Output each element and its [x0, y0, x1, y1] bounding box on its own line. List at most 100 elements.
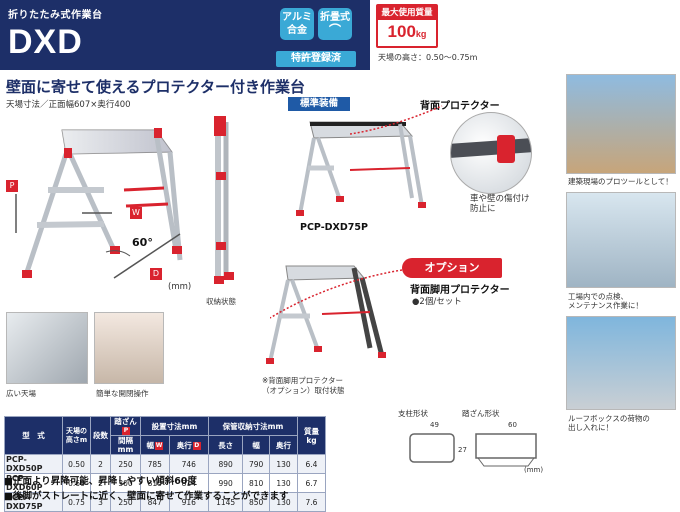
- mark-w: W: [155, 441, 163, 450]
- easy-open-caption: 簡単な開閉操作: [96, 389, 149, 398]
- angle-unit: °: [147, 236, 153, 249]
- table-cell: 250: [110, 454, 141, 474]
- header-banner: 折りたたみ式作業台 DXD アルミ 合金 折畳式 ⌒ 特許登録済: [0, 0, 370, 70]
- th-step-group: 踏ざんP: [110, 416, 141, 436]
- th-steps: 段数: [90, 416, 111, 455]
- unit-mm: (mm): [168, 282, 192, 292]
- capacity-box: 最大使用質量 100kg: [376, 4, 438, 48]
- step-label: 踏ざん形状: [462, 409, 500, 418]
- patent-label: 特許登録済: [276, 51, 356, 67]
- table-cell: 746: [168, 454, 209, 474]
- aluminum-badge: アルミ 合金: [280, 8, 314, 40]
- table-cell: 916: [168, 492, 209, 512]
- option-label: オプション: [402, 258, 502, 278]
- th-mass: 質量kg: [297, 416, 326, 455]
- car-photo: [566, 316, 676, 410]
- option-pointer: [270, 269, 403, 319]
- step-width: 60: [508, 421, 517, 429]
- option-title: 背面脚用プロテクター: [410, 285, 510, 296]
- capacity-unit: kg: [415, 29, 427, 39]
- option-caption-line: ※背面脚用プロテクター: [262, 376, 343, 385]
- table-cell: 6.4: [297, 454, 326, 474]
- th-height-line: 高さm: [65, 435, 88, 444]
- table-cell: 250: [110, 492, 141, 512]
- table-cell: 1145: [207, 492, 244, 512]
- table-cell: 890: [207, 454, 244, 474]
- th-install-w-label: 幅: [146, 440, 155, 450]
- capacity-title: 最大使用質量: [378, 6, 436, 20]
- protector-closeup: [450, 112, 532, 194]
- table-cell: 2: [90, 454, 111, 474]
- back-protector-label: 背面プロテクター: [420, 101, 500, 112]
- wide-top-caption: 広い天場: [6, 389, 36, 398]
- folded-diagram: [214, 116, 234, 284]
- factory-photo: [566, 192, 676, 288]
- protector-bar: [451, 137, 531, 159]
- capacity-value: 100kg: [378, 22, 436, 42]
- mark-d: D: [192, 441, 201, 450]
- pointer-line: [350, 105, 443, 135]
- table-cell: PCP-DXD50P: [4, 454, 63, 474]
- th-store-group: 保管収納寸法mm: [208, 416, 298, 436]
- standard-label: 標準装備: [288, 97, 350, 111]
- table-cell: 7.6: [297, 492, 326, 512]
- angle-value: 60: [132, 236, 148, 249]
- th-height-line: 天場の: [66, 426, 87, 435]
- option-caption: ※背面脚用プロテクター （オプション）取付状態: [262, 376, 345, 396]
- wide-top-photo: [6, 312, 88, 384]
- badge-line: アルミ: [282, 12, 312, 23]
- option-qty: ●2個/セット: [412, 297, 462, 307]
- badge-line: 合金: [287, 25, 307, 36]
- car-caption-2: 出し入れに！: [568, 423, 613, 432]
- th-step-group-label: 踏ざん: [114, 417, 137, 426]
- protector-clip: [497, 135, 515, 163]
- model-name: DXD: [8, 23, 83, 61]
- table-cell: 130: [269, 454, 298, 474]
- profile-diagram: [409, 433, 537, 467]
- pcp-model: PCP-DXD75P: [300, 222, 368, 233]
- protector-note-line: 防止に: [470, 204, 496, 214]
- folding-badge: 折畳式 ⌒: [318, 8, 352, 40]
- spec-table: 型 式 天場の高さm 段数 踏ざんP 設置寸法mm 保管収納寸法mm 質量kg …: [4, 416, 326, 512]
- subtitle: 折りたたみ式作業台: [8, 10, 103, 21]
- table-cell: 0.50: [62, 454, 91, 474]
- stepladder-diagram: [15, 128, 183, 279]
- headline: 壁面に寄せて使えるプロテクター付き作業台: [6, 78, 305, 96]
- option-diagram: [266, 265, 386, 364]
- bullet-2: ■後脚がストレートに近く、壁面に寄せて作業することができます: [4, 491, 289, 502]
- capacity-number: 100: [387, 22, 416, 41]
- mark-p: P: [122, 427, 130, 435]
- th-install-group: 設置寸法mm: [140, 416, 209, 436]
- th-store-w: 幅: [242, 435, 271, 455]
- post-label: 支柱形状: [398, 409, 428, 418]
- protector-note-line: 車や壁の傷付け: [470, 194, 530, 204]
- construction-caption: 建築現場のプロツールとして！: [568, 177, 673, 186]
- construction-photo: [566, 74, 676, 174]
- table-cell: 6.7: [297, 473, 326, 493]
- th-height: 天場の高さm: [62, 416, 91, 455]
- factory-caption-2: メンテナンス作業に！: [568, 301, 643, 310]
- th-type: 型 式: [4, 416, 63, 455]
- table-cell: 785: [140, 454, 170, 474]
- protector-note: 車や壁の傷付け 防止に: [470, 194, 530, 214]
- top-dimensions: 天場寸法／正面幅607×奥行400: [6, 100, 131, 110]
- folding-icon: ⌒: [328, 23, 341, 37]
- th-store-l: 長さ: [207, 435, 244, 455]
- folded-caption: 収納状態: [206, 297, 236, 306]
- marker-d: D: [150, 268, 162, 280]
- angle-label: 60°: [132, 236, 153, 249]
- bullet-1: ■正面より昇降可能、昇降しやすい傾斜60度: [4, 476, 197, 487]
- marker-w: W: [130, 207, 142, 219]
- badge-line: 折畳式: [320, 12, 350, 23]
- profile-unit: (mm): [524, 466, 544, 474]
- car-caption-1: ルーフボックスの荷物の: [568, 414, 650, 423]
- easy-open-photo: [94, 312, 164, 384]
- height-note: 天場の高さ：0.50〜0.75m: [378, 53, 478, 62]
- factory-caption-1: 工場内での点検、: [568, 292, 628, 301]
- table-cell: 790: [242, 454, 271, 474]
- marker-p: P: [6, 180, 18, 192]
